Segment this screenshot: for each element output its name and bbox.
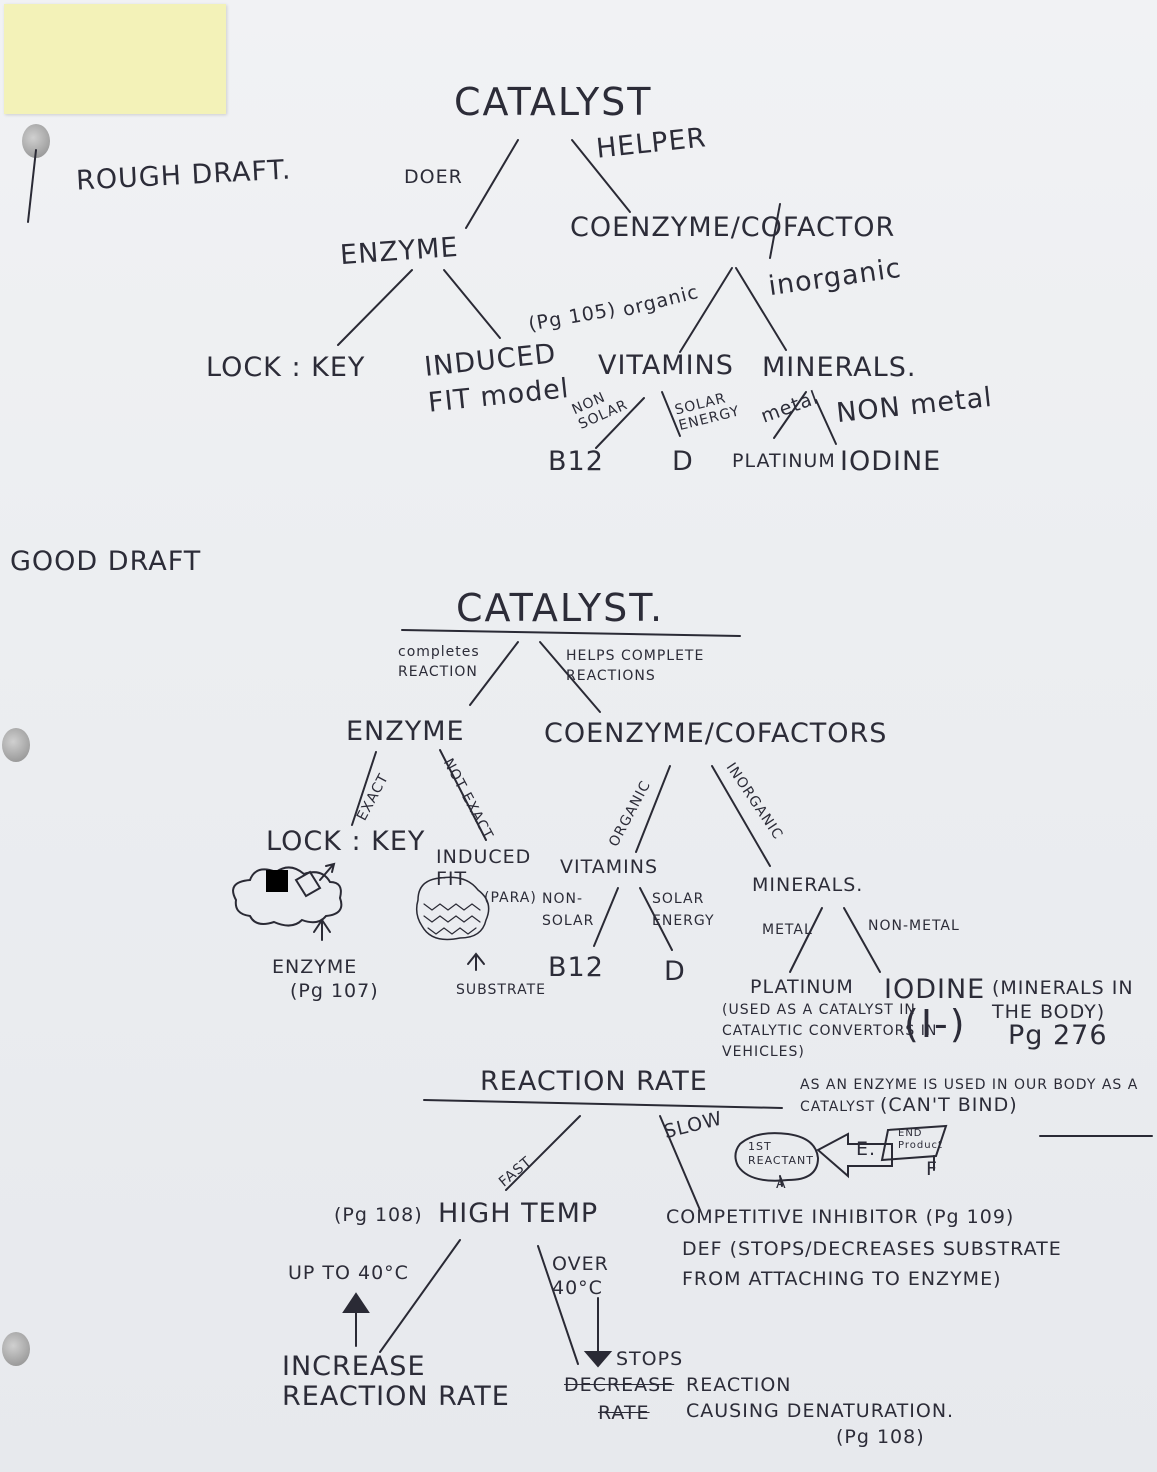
good-non-metal: NON-METAL (868, 918, 960, 934)
good-vitamins: VITAMINS (560, 856, 658, 878)
rate-e: E. (856, 1138, 877, 1160)
good-non-solar: NON-SOLAR (542, 891, 595, 929)
good-helps: HELPS COMPLETE REACTIONS (566, 648, 705, 684)
good-induced-fit: INDUCED FIT (436, 846, 532, 890)
good-minerals-body: (MINERALS IN THE BODY) (992, 977, 1134, 1023)
good-completes: completes REACTION (398, 644, 480, 680)
rate-reaction: REACTION (686, 1374, 792, 1396)
rate-pg108-a: (Pg 108) (334, 1204, 423, 1226)
rate-up-to: UP TO 40°C (288, 1262, 409, 1284)
good-enzyme-used: AS AN ENZYME IS USED IN OUR BODY AS A CA… (800, 1077, 1139, 1115)
good-coenzyme: COENZYME/COFACTORS (544, 718, 888, 749)
rate-cant-bind: (CAN'T BIND) (880, 1094, 1018, 1116)
rate-causing: CAUSING DENATURATION. (686, 1400, 955, 1422)
good-minerals: MINERALS. (752, 874, 864, 896)
good-iodine-ion: (I-) (904, 1002, 967, 1046)
good-enzyme: ENZYME (346, 716, 465, 747)
rough-lock-key: LOCK : KEY (206, 352, 366, 383)
good-pg276: Pg 276 (1008, 1020, 1108, 1051)
binder-hole (2, 728, 30, 762)
good-used-as: (USED AS A CATALYST IN CATALYTIC CONVERT… (722, 1002, 938, 1060)
binder-hole (2, 1332, 30, 1366)
good-enzyme-label: ENZYME (272, 956, 358, 978)
rate-end-product: END Product (898, 1128, 943, 1151)
rough-platinum: PLATINUM (732, 450, 836, 472)
rate-stops: STOPS (616, 1348, 684, 1370)
good-metal: METAL (762, 922, 813, 938)
rate-a: A (776, 1176, 787, 1192)
good-b12: B12 (548, 952, 604, 983)
rough-iodine: IODINE (840, 446, 942, 477)
rate-high-temp: HIGH TEMP (438, 1198, 599, 1229)
rate-struck: RATE (598, 1402, 650, 1424)
rough-d: D (672, 446, 694, 477)
rate-pg108-b: (Pg 108) (836, 1426, 925, 1448)
rate-slow: SLOW (661, 1107, 725, 1144)
good-pg107: (Pg 107) (290, 980, 379, 1002)
rough-coenzyme: COENZYME/COFACTOR (570, 212, 896, 243)
rate-root: REACTION RATE (480, 1066, 708, 1097)
sticky-note (4, 4, 226, 114)
rate-competitive: COMPETITIVE INHIBITOR (Pg 109) (666, 1206, 1015, 1228)
good-solar-energy: SOLAR ENERGY (652, 891, 715, 929)
good-substrate: SUBSTRATE (456, 982, 546, 998)
rough-vitamins: VITAMINS (598, 350, 734, 381)
good-d: D (664, 956, 686, 987)
rough-doer: DOER (404, 166, 463, 188)
rate-decrease: DECREASE (564, 1374, 675, 1396)
rate-def: DEF (STOPS/DECREASES SUBSTRATE FROM ATTA… (682, 1238, 1062, 1290)
rough-root: CATALYST (454, 80, 653, 124)
good-iodine: IODINE (884, 974, 986, 1005)
rough-b12: B12 (548, 446, 604, 477)
good-draft-label: GOOD DRAFT (10, 546, 202, 577)
good-platinum: PLATINUM (750, 976, 854, 998)
rate-increase: INCREASE REACTION RATE (282, 1351, 510, 1412)
rate-f: F (926, 1158, 938, 1180)
rate-first-reactant: 1ST REACTANT (748, 1140, 814, 1167)
good-lock-key: LOCK : KEY (266, 826, 426, 857)
rough-minerals: MINERALS. (762, 352, 917, 383)
good-root: CATALYST. (456, 586, 665, 630)
rate-over: OVER 40°C (552, 1253, 609, 1299)
good-para: (PARA) (484, 890, 537, 906)
